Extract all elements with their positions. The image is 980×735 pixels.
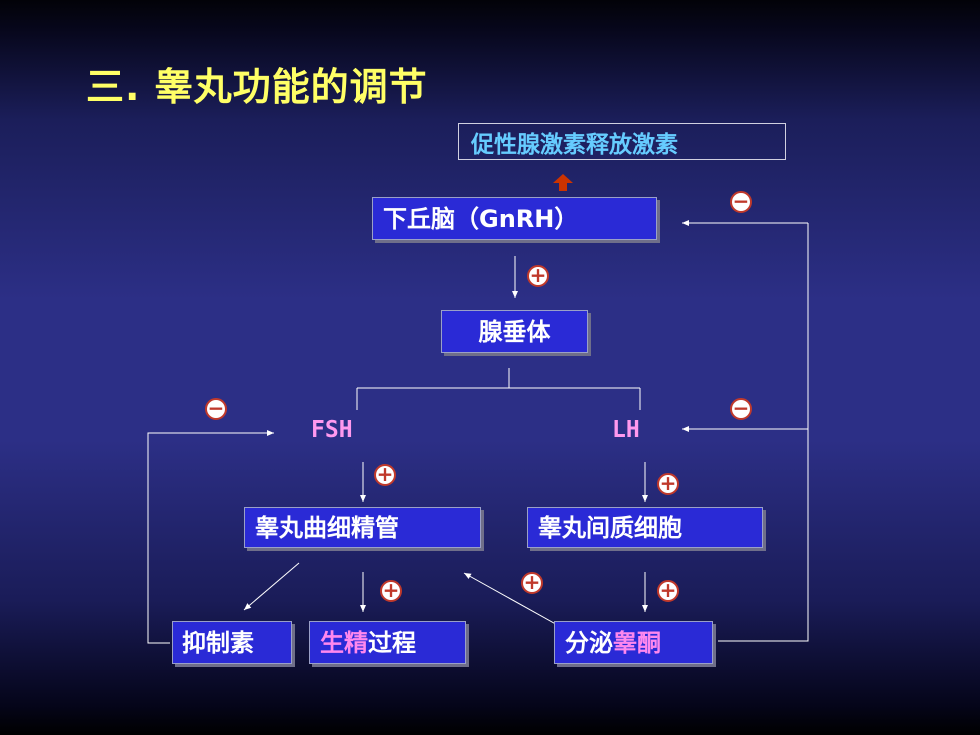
fsh-label: FSH — [311, 417, 353, 443]
spermatogenesis-box: 生精过程 — [309, 621, 466, 664]
arrow-seminiferous-to-inhibin — [243, 562, 300, 611]
minus-sign-icon: − — [730, 191, 752, 213]
plus-sign-icon: + — [380, 580, 402, 602]
plus-sign-icon: + — [657, 580, 679, 602]
testosterone-label-highlight: 睾酮 — [613, 628, 661, 657]
plus-sign-icon: + — [527, 265, 549, 287]
plus-sign-icon: + — [657, 473, 679, 495]
seminiferous-tubule-label: 睾丸曲细精管 — [255, 513, 399, 542]
gnrh-release-hormone-box: 促性腺激素释放激素 — [458, 123, 786, 160]
feedback-testosterone-loop — [718, 223, 809, 642]
lh-label: LH — [612, 417, 640, 443]
hypothalamus-label: 下丘脑（GnRH） — [383, 204, 579, 233]
minus-sign-icon: − — [205, 398, 227, 420]
gnrh-release-hormone-label: 促性腺激素释放激素 — [471, 131, 678, 158]
up-arrow-icon — [553, 174, 573, 191]
minus-sign-icon: − — [730, 398, 752, 420]
slide-title: 三. 睾丸功能的调节 — [86, 65, 428, 109]
pituitary-box: 腺垂体 — [441, 310, 588, 353]
inhibin-box: 抑制素 — [172, 621, 292, 664]
spermatogenesis-label-rest: 过程 — [368, 628, 416, 657]
leydig-cell-box: 睾丸间质细胞 — [527, 507, 763, 548]
seminiferous-tubule-box: 睾丸曲细精管 — [244, 507, 481, 548]
hypothalamus-box: 下丘脑（GnRH） — [372, 197, 657, 240]
spermatogenesis-label-highlight: 生精 — [320, 628, 368, 657]
plus-sign-icon: + — [374, 464, 396, 486]
feedback-inhibin-to-fsh — [147, 430, 274, 644]
inhibin-label: 抑制素 — [182, 628, 254, 657]
leydig-cell-label: 睾丸间质细胞 — [538, 513, 682, 542]
testosterone-secretion-box: 分泌睾酮 — [554, 621, 713, 664]
arrow-testosterone-to-spermatogenesis — [463, 572, 571, 633]
pituitary-label: 腺垂体 — [478, 317, 551, 346]
testosterone-secretion-label: 分泌 — [565, 628, 613, 657]
plus-sign-icon: + — [521, 572, 543, 594]
